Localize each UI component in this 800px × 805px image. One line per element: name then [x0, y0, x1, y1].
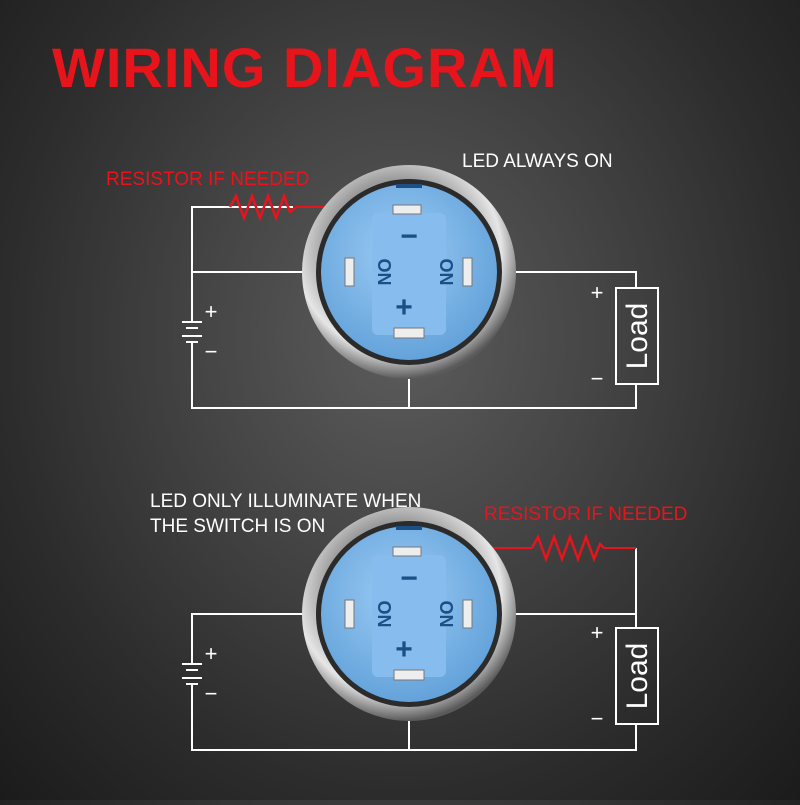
- bottom-diagram: − + ON ON Load + − + −: [182, 507, 659, 751]
- bottom-resistor: [530, 533, 605, 563]
- bottom-load-plus: +: [591, 620, 604, 645]
- top-load-box: [615, 287, 659, 385]
- bottom-pin-left-label: ON: [374, 601, 394, 628]
- top-switch: − + ON ON: [302, 165, 516, 379]
- bottom-battery-minus: −: [205, 681, 218, 706]
- bottom-pin-right-label: ON: [436, 601, 456, 628]
- bottom-battery: [182, 663, 202, 690]
- top-note-led-always-on: LED ALWAYS ON: [462, 151, 613, 172]
- bottom-switch: − + ON ON: [302, 507, 516, 721]
- bottom-load-minus: −: [591, 706, 604, 731]
- top-pin-minus: [392, 204, 422, 215]
- bottom-switch-center: [372, 555, 446, 677]
- top-wire-battery-bottom: [191, 348, 637, 409]
- bottom-note-line1: LED ONLY ILLUMINATE WHEN: [150, 491, 422, 512]
- top-pin-left-label: ON: [374, 259, 394, 286]
- bottom-resistor-label: RESISTOR IF NEEDED: [484, 504, 688, 525]
- top-resistor: [228, 192, 297, 222]
- top-battery-minus: −: [205, 339, 218, 364]
- bottom-pin-minus-label: −: [400, 562, 418, 595]
- bottom-pin-plus-label: +: [395, 633, 413, 666]
- top-battery: [182, 321, 202, 348]
- bottom-pin-minus: [392, 546, 422, 557]
- top-switch-center: [372, 213, 446, 335]
- top-wire-on-right-to-load: [470, 271, 637, 288]
- top-pin-minus-label: −: [400, 220, 418, 253]
- top-load-label: Load: [621, 303, 654, 370]
- page-title: WIRING DIAGRAM: [52, 36, 558, 99]
- bottom-pin-right: [462, 599, 473, 629]
- bottom-pin-left: [344, 599, 355, 629]
- top-switch-notch: [396, 184, 422, 188]
- bottom-wire-on-left-to-battery: [191, 613, 345, 664]
- top-load-minus: −: [591, 366, 604, 391]
- bottom-battery-plus: +: [205, 641, 218, 666]
- top-pin-right: [462, 257, 473, 287]
- top-diagram: − + ON ON Load + − + −: [182, 165, 659, 409]
- bottom-load-box: [615, 627, 659, 725]
- top-resistor-label: RESISTOR IF NEEDED: [106, 169, 310, 190]
- bottom-switch-notch: [396, 526, 422, 530]
- top-pin-plus: [393, 327, 425, 339]
- bottom-note-line2: THE SWITCH IS ON: [150, 516, 326, 537]
- top-load-plus: +: [591, 280, 604, 305]
- bottom-wire-battery-bottom: [191, 690, 637, 751]
- bottom-pin-plus: [393, 669, 425, 681]
- top-pin-right-label: ON: [436, 259, 456, 286]
- top-pin-plus-label: +: [395, 291, 413, 324]
- bottom-load-label: Load: [621, 643, 654, 710]
- top-pin-left: [344, 257, 355, 287]
- top-wire-resistor-to-battery: [191, 206, 293, 322]
- top-battery-plus: +: [205, 299, 218, 324]
